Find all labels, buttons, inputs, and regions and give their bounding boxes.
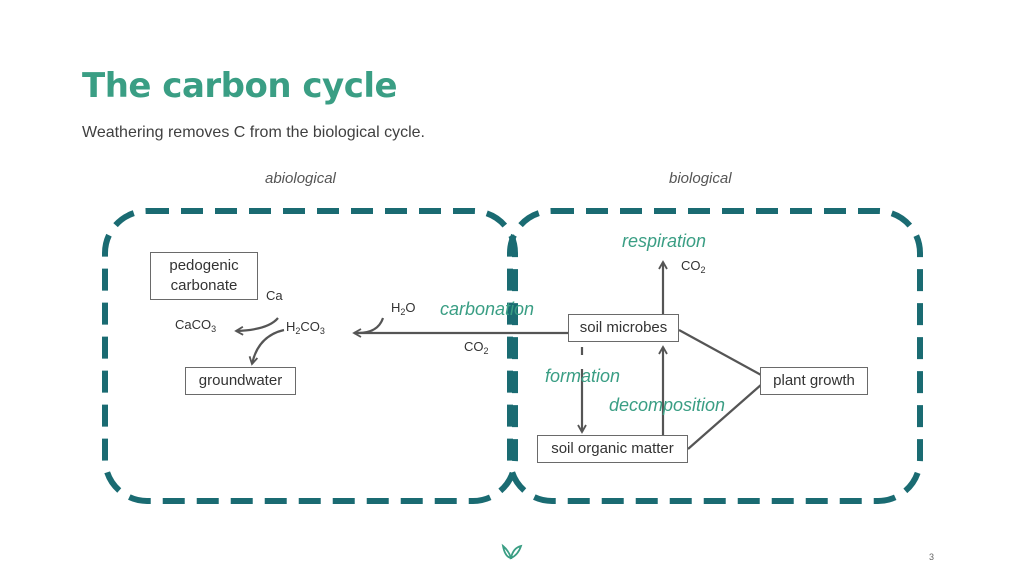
abiological-region	[102, 208, 518, 504]
decomposition-label: decomposition	[609, 395, 726, 415]
soil-microbes-box: soil microbes	[568, 314, 679, 342]
soil-organic-matter-box: soil organic matter	[537, 435, 688, 463]
som-plant-link	[687, 383, 763, 450]
respiration-label: respiration	[622, 231, 707, 251]
ca-label: Ca	[266, 288, 283, 303]
h2o-arrow	[357, 317, 385, 335]
pedogenic-carbonate-box: pedogenic carbonate	[150, 252, 258, 300]
h2co3-label: H2CO3	[286, 319, 325, 337]
co2-respiration-label: CO2	[681, 258, 706, 276]
biological-label: biological	[669, 170, 732, 187]
page-title: The carbon cycle	[82, 66, 398, 106]
caco3-label: CaCO3	[175, 317, 217, 335]
page-number: 3	[929, 552, 935, 562]
groundwater-box: groundwater	[185, 367, 296, 395]
biological-region	[507, 208, 923, 504]
carbonate-label: carbonate	[170, 277, 238, 294]
h2o-label: H2O	[391, 300, 416, 318]
leaf-logo-icon	[500, 543, 524, 566]
plant-growth-box: plant growth	[760, 367, 868, 395]
formation-label: formation	[545, 366, 621, 386]
page-subtitle: Weathering removes C from the biological…	[82, 124, 425, 141]
carbonation-label: carbonation	[440, 299, 535, 319]
groundwater-curve-arrow	[248, 328, 285, 366]
abiological-label: abiological	[265, 170, 336, 187]
pedogenic-label: pedogenic	[169, 257, 239, 274]
microbes-plant-link	[678, 329, 764, 377]
ca-curve-arrow	[234, 317, 279, 336]
co2-carbonation-label: CO2	[464, 339, 489, 357]
